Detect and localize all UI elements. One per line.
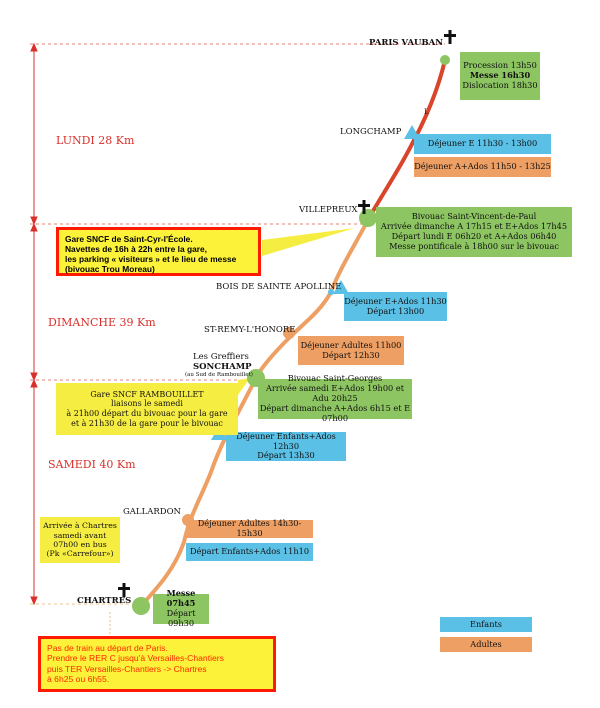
box-bois: Déjeuner E+Ados 11h30 Départ 13h00 xyxy=(344,292,447,321)
box-chartres: Messe 07h45 Départ 09h30 xyxy=(153,588,209,628)
box-bois-line: Déjeuner E+Ados 11h30 xyxy=(344,295,447,306)
box-chartres-line: Départ 09h30 xyxy=(166,608,196,628)
box-st-remy-line: Déjeuner Adultes 11h00 xyxy=(300,339,402,350)
box-longchamp-adultes: Déjeuner A+Ados 11h50 - 13h25 xyxy=(414,157,551,177)
pointer-rambouillet xyxy=(238,378,250,395)
note-paris-train-line: puis TER Versailles-Chantiers -> Chartre… xyxy=(47,663,207,674)
legend-adultes: Adultes xyxy=(440,637,532,652)
box-villepreux: Bivouac Saint-Vincent-de-Paul Arrivée di… xyxy=(376,207,572,257)
circle-icon xyxy=(440,55,450,65)
box-villepreux-line: Arrivée dimanche A 17h15 et E+Ados 17h45 xyxy=(380,221,568,232)
box-sonchamp-line: Arrivée samedi E+Ados 19h00 et Adu 20h25 xyxy=(265,383,404,404)
box-paris: Procession 13h50 Messe 16h30 Dislocation… xyxy=(460,52,540,100)
circle-icon xyxy=(283,327,295,339)
note-saint-cyr-line: Gare SNCF de Saint-Cyr-l'École. xyxy=(65,234,193,244)
note-saint-cyr-line: Navettes de 16h à 22h entre la gare, xyxy=(65,244,207,255)
box-sonchamp-line: Départ dimanche A+Ados 6h15 et E 07h00 xyxy=(259,402,411,423)
day-label-lundi: LUNDI 28 Km xyxy=(56,134,135,147)
box-longchamp-enfants: Déjeuner E 11h30 - 13h00 xyxy=(414,134,551,154)
day-label-samedi: SAMEDI 40 Km xyxy=(48,458,136,471)
note-chartres-bus-line: 07h00 en bus xyxy=(53,540,107,549)
note-rambouillet: Gare SNCF RAMBOUILLET liaisons le samedi… xyxy=(56,383,238,435)
cross-icon xyxy=(358,200,370,214)
box-villepreux-line: Bivouac Saint-Vincent-de-Paul xyxy=(411,211,537,222)
box-sonchamp-line: Bivouac Saint-Georges xyxy=(287,373,383,384)
place-villepreux: VILLEPREUX xyxy=(299,205,358,215)
day-label-dimanche: DIMANCHE 39 Km xyxy=(48,316,156,329)
place-greffiers: Les Greffiers xyxy=(193,352,249,362)
box-paris-line: Messe 16h30 xyxy=(469,70,531,81)
note-chartres-bus-line: Arrivée à Chartres xyxy=(43,521,117,531)
place-chartres: CHARTRES xyxy=(77,596,132,606)
note-paris-train-line: Prendre le RER C jusqu'à Versailles-Chan… xyxy=(47,653,224,664)
note-saint-cyr-line: (bivouac Trou Moreau) xyxy=(65,264,155,275)
note-saint-cyr-line: les parking « visiteurs » et le lieu de … xyxy=(65,254,237,265)
pointer-saint-cyr xyxy=(262,228,355,256)
arrow-samedi xyxy=(30,378,38,606)
arrow-dimanche xyxy=(30,222,38,382)
place-paris: PARIS VAUBAN xyxy=(369,38,443,48)
note-rambouillet-line: liaisons le samedi xyxy=(111,399,183,409)
note-chartres-bus-line: (Pk «Carrefour») xyxy=(46,549,114,559)
triangle-icon xyxy=(333,280,349,294)
box-paris-line: Procession 13h50 xyxy=(463,60,537,71)
note-rambouillet-line: à 21h00 départ du bivouac pour la gare xyxy=(66,409,228,418)
place-sonchamp: SONCHAMP xyxy=(193,362,252,372)
place-st-remy: ST-REMY-L'HONORE xyxy=(204,325,296,335)
note-rambouillet-line: et à 21h30 de la gare pour le bivouac xyxy=(71,418,223,428)
place-bois: BOIS DE SAINTE APOLLINE xyxy=(216,282,342,292)
box-villepreux-line: Départ lundi E 06h20 et A+Ados 06h40 xyxy=(391,231,557,241)
note-chartres-bus: Arrivée à Chartres samedi avant 07h00 en… xyxy=(40,517,120,563)
note-paris-train: Pas de train au départ de Paris. Prendre… xyxy=(38,636,276,692)
circle-icon xyxy=(132,597,150,615)
place-gallardon: GALLARDON xyxy=(123,507,181,517)
box-st-remy-line: Départ 12h30 xyxy=(322,349,380,360)
note-paris-train-line: Pas de train au départ de Paris. xyxy=(47,643,168,653)
legend-enfants: Enfants xyxy=(440,617,532,632)
box-ecrosnes-line: Déjeuner Enfants+Ados 12h30 xyxy=(236,430,336,451)
place-longchamp-mark: L xyxy=(424,108,429,116)
note-chartres-bus-line: samedi avant xyxy=(53,530,107,540)
arrow-lundi xyxy=(30,42,38,226)
circle-icon xyxy=(359,209,377,227)
box-paris-line: Dislocation 18h30 xyxy=(462,79,538,90)
box-bois-line: Départ 13h00 xyxy=(366,305,425,316)
place-longchamp: LONGCHAMP xyxy=(340,127,402,137)
box-gallardon-adultes: Déjeuner Adultes 14h30-15h30 xyxy=(186,518,313,538)
place-sonchamp-note: (au Sud de Rambouillet) xyxy=(185,372,253,378)
box-villepreux-line: Messe pontificale à 18h00 sur le bivouac xyxy=(389,240,559,251)
cross-icon xyxy=(444,30,456,44)
box-sonchamp: Bivouac Saint-Georges Arrivée samedi E+A… xyxy=(258,374,412,423)
box-ecrosnes: Déjeuner Enfants+Ados 12h30 Départ 13h30 xyxy=(226,430,346,461)
note-saint-cyr: Gare SNCF de Saint-Cyr-l'École. Navettes… xyxy=(56,227,261,276)
box-gallardon-enfants: Départ Enfants+Ados 11h10 xyxy=(186,543,313,561)
cross-icon xyxy=(118,583,130,597)
circle-icon xyxy=(328,289,334,295)
box-ecrosnes-line: Départ 13h30 xyxy=(257,450,315,461)
note-paris-train-line: à 6h25 ou 6h55. xyxy=(47,673,110,684)
box-chartres-line: Messe 07h45 xyxy=(166,588,196,609)
note-rambouillet-line: Gare SNCF RAMBOUILLET xyxy=(90,389,204,399)
box-st-remy: Déjeuner Adultes 11h00 Départ 12h30 xyxy=(298,336,404,365)
